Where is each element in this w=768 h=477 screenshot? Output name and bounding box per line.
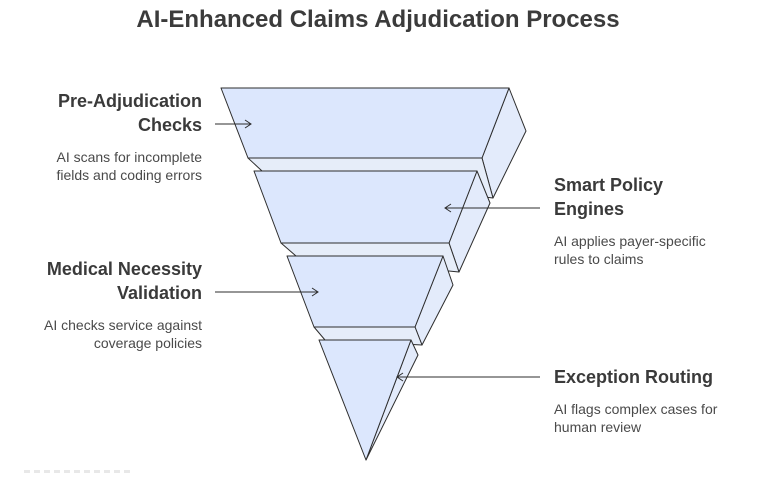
stage-2-title: Smart Policy Engines — [554, 175, 664, 219]
stage-1-description: AI scans for incomplete fields and codin… — [56, 149, 202, 183]
stage-2-face — [253, 170, 478, 244]
stage-3-title: Medical Necessity Validation — [46, 259, 202, 303]
stage-3-description: AI checks service against coverage polic… — [44, 317, 202, 351]
stage-4-title: Exception Routing — [554, 367, 713, 387]
arrowhead-stage-4 — [396, 372, 404, 382]
arrowhead-stage-2 — [444, 203, 452, 213]
arrowhead-stage-3 — [311, 287, 319, 297]
stage-2-description: AI applies payer-specific rules to claim… — [554, 233, 706, 267]
stage-3-face — [286, 255, 444, 328]
stage-1-title: Pre-Adjudication Checks — [57, 91, 202, 135]
arrowhead-stage-1 — [244, 119, 252, 129]
stage-4-description: AI flags complex cases for human review — [554, 401, 718, 435]
stage-1-face — [220, 87, 510, 159]
stage-4-face — [318, 339, 412, 461]
watermark — [24, 470, 134, 473]
diagram-title: AI-Enhanced Claims Adjudication Process — [136, 6, 620, 33]
